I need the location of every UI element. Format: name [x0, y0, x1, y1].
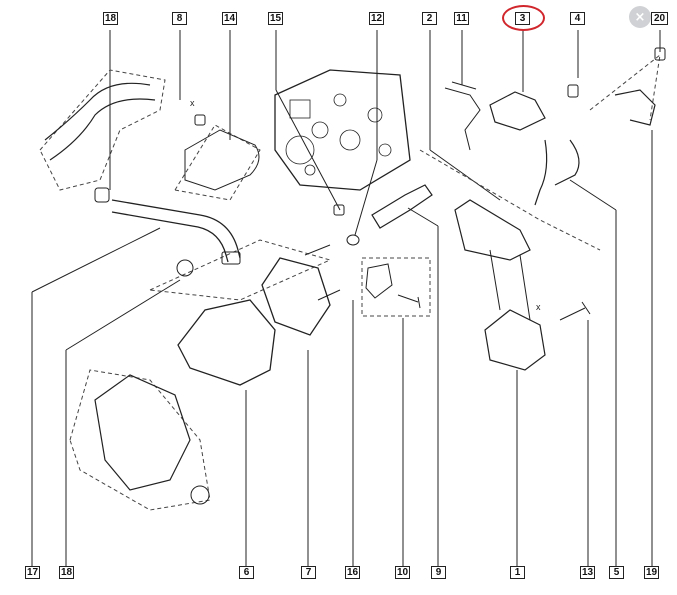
label-19[interactable]: 19: [644, 566, 659, 579]
x-marker: x: [190, 98, 195, 108]
leader-17b: [31, 227, 161, 293]
label-20[interactable]: 20: [651, 12, 668, 25]
dashed-pipe-route: [419, 149, 601, 251]
leader-12b: [354, 159, 378, 236]
dashed-throttle-outline: [69, 369, 211, 511]
label-14[interactable]: 14: [222, 12, 237, 25]
label-4[interactable]: 4: [570, 12, 585, 25]
label-9[interactable]: 9: [431, 566, 446, 579]
valve-3: [489, 91, 546, 131]
label-18-top[interactable]: 18: [103, 12, 118, 25]
bracket-1: [484, 309, 546, 371]
clamp-19: [614, 89, 656, 126]
hose-clamp: [176, 259, 194, 277]
leader-15b: [275, 89, 341, 211]
dashed-hose-route: [148, 239, 332, 301]
pump-cover-stud: [304, 244, 341, 301]
intake-manifold: [94, 374, 191, 491]
bolt-13: [559, 301, 591, 321]
hose-main: [111, 199, 241, 263]
clip-16: [365, 263, 393, 299]
label-15[interactable]: 15: [268, 12, 283, 25]
heat-shield-6: [177, 299, 276, 386]
highlight-circle-label-3: [502, 5, 545, 31]
label-17[interactable]: 17: [25, 566, 40, 579]
injection-pump-body: [274, 69, 411, 191]
leader-18-bottom-b: [65, 279, 181, 351]
bracket-2: [454, 199, 531, 261]
label-10[interactable]: 10: [395, 566, 410, 579]
nut-15: [333, 204, 345, 216]
label-5[interactable]: 5: [609, 566, 624, 579]
dashed-bracket-box: [174, 124, 261, 201]
bracket-link: [489, 249, 531, 321]
bolt-20: [654, 47, 666, 61]
label-1[interactable]: 1: [510, 566, 525, 579]
label-13[interactable]: 13: [580, 566, 595, 579]
label-2[interactable]: 2: [422, 12, 437, 25]
label-6[interactable]: 6: [239, 566, 254, 579]
intake-flange: [190, 485, 210, 505]
label-12[interactable]: 12: [369, 12, 384, 25]
pipe-11: [444, 81, 481, 151]
pump-details: [285, 93, 392, 176]
label-16[interactable]: 16: [345, 566, 360, 579]
x-marker: x: [536, 302, 541, 312]
dashed-hose-outline: [39, 69, 166, 191]
leader-9b: [407, 207, 439, 227]
screw-10: [397, 294, 421, 309]
pipe-5: [534, 139, 580, 206]
bolt-4: [567, 84, 579, 98]
hose-main-end: [221, 251, 241, 265]
pump-cover-7: [261, 257, 331, 336]
label-11[interactable]: 11: [454, 12, 469, 25]
bolt-8: [194, 114, 206, 126]
label-3[interactable]: 3: [515, 12, 530, 25]
leader-5b: [569, 179, 617, 211]
heat-shield-14: [184, 129, 260, 191]
hose-upper-left: [44, 82, 156, 161]
label-8[interactable]: 8: [172, 12, 187, 25]
label-7[interactable]: 7: [301, 566, 316, 579]
injector-9: [371, 184, 433, 229]
label-18-bottom[interactable]: 18: [59, 566, 74, 579]
hose-end-fitting: [94, 187, 110, 203]
leader-2b: [429, 149, 501, 201]
close-icon[interactable]: ×: [629, 6, 651, 28]
dashed-clamp-lines: [589, 53, 661, 121]
seal-12: [346, 234, 360, 246]
